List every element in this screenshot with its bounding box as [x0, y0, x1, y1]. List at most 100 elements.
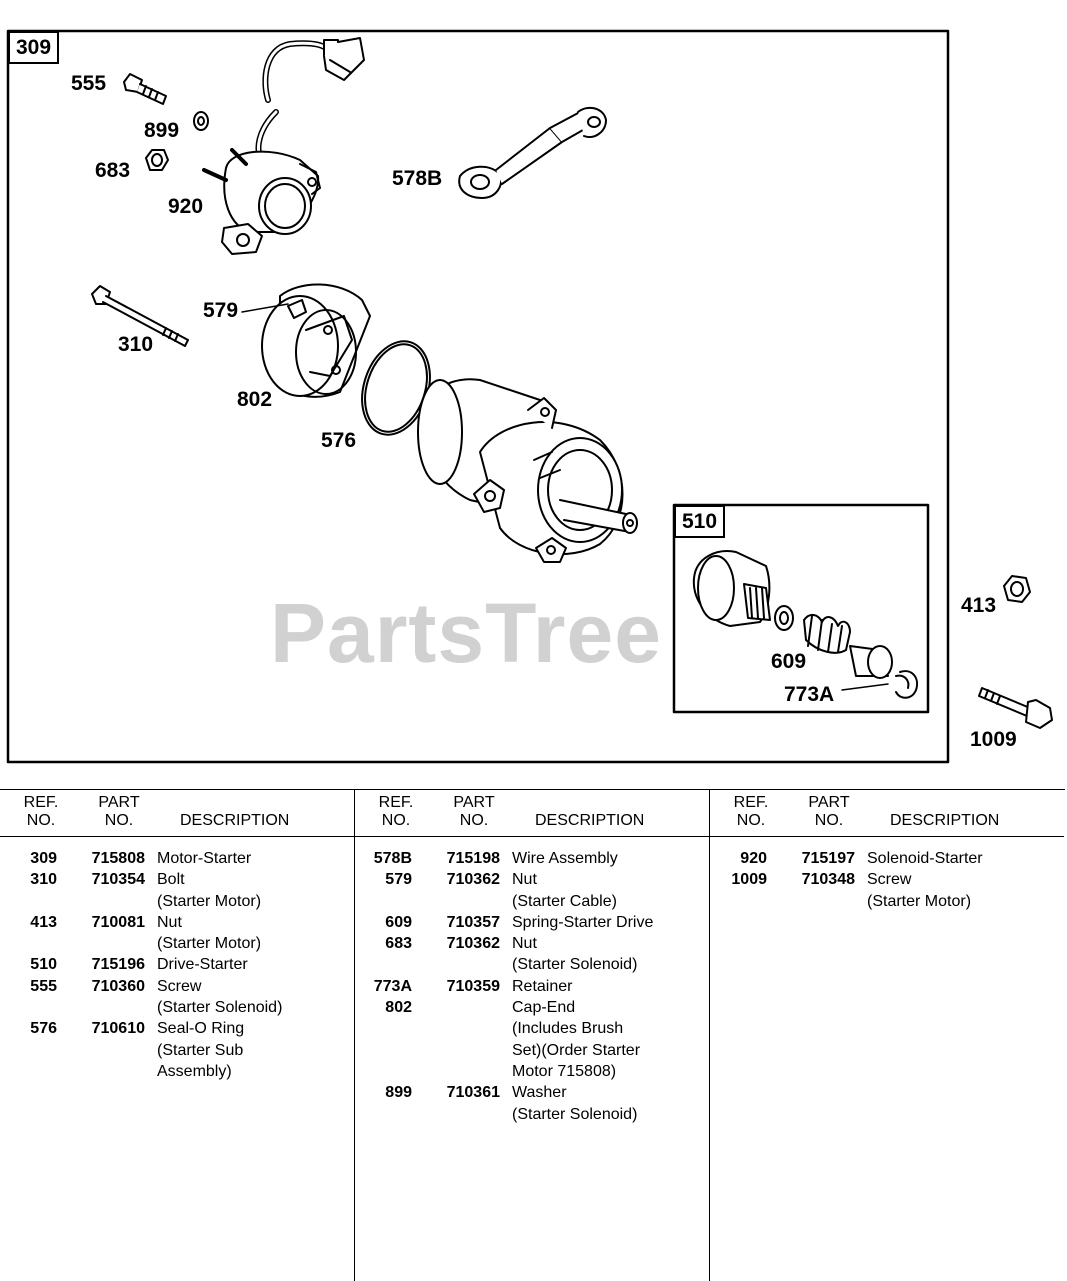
table-row[interactable]: 578B 715198 Wire Assembly: [355, 848, 709, 869]
callout-1009[interactable]: 1009: [970, 728, 1017, 751]
description-line: Bolt: [157, 871, 185, 889]
part-number[interactable]: 715808: [91, 850, 145, 867]
callout-609[interactable]: 609: [771, 650, 807, 673]
ref-number: 899: [385, 1084, 412, 1102]
description-line: Nut: [157, 913, 182, 931]
part-number[interactable]: 710362: [446, 871, 500, 889]
description-line: Spring-Starter Drive: [512, 913, 654, 931]
description-line: (Includes Brush: [512, 1020, 624, 1038]
nut-413-drawing: [1003, 575, 1031, 603]
callout-413[interactable]: 413: [961, 594, 997, 617]
callout-578B[interactable]: 578B: [392, 167, 443, 190]
description-line: Washer: [512, 1084, 567, 1102]
header-description: DESCRIPTION: [890, 812, 1000, 829]
table-row[interactable]: 1009 710348 Screw (Starter Motor): [710, 869, 1064, 912]
header-ref-no: REF.NO.: [23, 794, 59, 829]
callout-802[interactable]: 802: [237, 388, 273, 411]
description-line: Drive-Starter: [157, 956, 248, 974]
solenoid-wire-lead: [255, 37, 365, 163]
part-number[interactable]: 710360: [91, 977, 145, 995]
description-line: Screw: [867, 871, 912, 889]
washer-899-drawing: [193, 111, 209, 131]
drive-assembly-label: 510: [674, 505, 726, 538]
ref-number: 576: [30, 1020, 57, 1038]
description-line: Cap-End: [512, 999, 576, 1017]
part-number[interactable]: 710357: [446, 913, 500, 931]
end-cap-802-drawing: [261, 283, 371, 398]
ref-number: 683: [385, 935, 412, 953]
description-line: (Starter Motor): [157, 892, 262, 910]
table-row[interactable]: 579 710362 Nut (Starter Cable): [355, 869, 709, 912]
description-line: Set)(Order Starter: [512, 1041, 641, 1059]
part-description: Solenoid-Starter: [867, 848, 1064, 869]
description-line: (Starter Motor): [867, 892, 972, 910]
part-number[interactable]: 715198: [446, 850, 500, 867]
part-number[interactable]: 710081: [91, 913, 145, 931]
part-number[interactable]: 710610: [91, 1020, 145, 1038]
callout-683[interactable]: 683: [95, 159, 131, 182]
description-line: Nut: [512, 871, 537, 889]
description-line: Solenoid-Starter: [867, 850, 983, 867]
part-number[interactable]: 715197: [801, 850, 855, 867]
description-line: Motor 715808): [512, 1062, 617, 1080]
leader-579: [241, 303, 289, 313]
table-row[interactable]: 510 715196 Drive-Starter: [0, 954, 354, 975]
ref-number: 579: [385, 871, 412, 889]
callout-310[interactable]: 310: [118, 333, 154, 356]
callout-773A[interactable]: 773A: [784, 683, 835, 706]
header-description: DESCRIPTION: [180, 812, 290, 829]
callout-899[interactable]: 899: [144, 119, 180, 142]
ref-number: 578B: [373, 850, 412, 867]
description-line: Wire Assembly: [512, 850, 618, 867]
exploded-parts-diagram: 309 510 PartsTree 555 899 683 920 578B 5…: [6, 29, 1053, 764]
main-assembly-label: 309: [8, 31, 60, 64]
header-ref-no: REF.NO.: [733, 794, 769, 829]
parts-rows: 578B 715198 Wire Assembly 579 710362 Nut (Star…: [355, 848, 709, 1125]
callout-920[interactable]: 920: [168, 195, 204, 218]
solenoid-920-drawing: [202, 148, 321, 255]
ref-number: 510: [30, 956, 57, 974]
part-number[interactable]: 710348: [801, 871, 855, 889]
part-description: Nut (Starter Cable): [512, 869, 709, 912]
header-ref-no: REF.NO.: [378, 794, 414, 829]
ref-number: 773A: [373, 977, 412, 995]
ref-number: 1009: [731, 871, 767, 889]
part-number[interactable]: 715196: [91, 956, 145, 974]
description-line: (Starter Solenoid): [157, 999, 283, 1017]
callout-576[interactable]: 576: [321, 429, 357, 452]
part-number[interactable]: 710354: [91, 871, 145, 889]
part-description: Bolt (Starter Motor): [157, 869, 354, 912]
nut-683-drawing: [145, 149, 169, 171]
description-line: (Starter Solenoid): [512, 956, 638, 974]
description-line: (Starter Cable): [512, 892, 617, 910]
part-number[interactable]: 710361: [446, 1084, 500, 1102]
description-line: Seal-O Ring: [157, 1020, 245, 1038]
description-line: Screw: [157, 977, 202, 995]
ref-number: 309: [30, 850, 57, 867]
part-number[interactable]: 710359: [446, 977, 500, 995]
part-description: Spring-Starter Drive: [512, 912, 709, 933]
callout-579[interactable]: 579: [203, 299, 239, 322]
callout-555[interactable]: 555: [71, 72, 107, 95]
part-number[interactable]: 710362: [446, 935, 500, 953]
ref-number: 920: [740, 850, 767, 867]
part-description: Drive-Starter: [157, 954, 354, 975]
table-row[interactable]: 920 715197 Solenoid-Starter: [710, 848, 1064, 869]
